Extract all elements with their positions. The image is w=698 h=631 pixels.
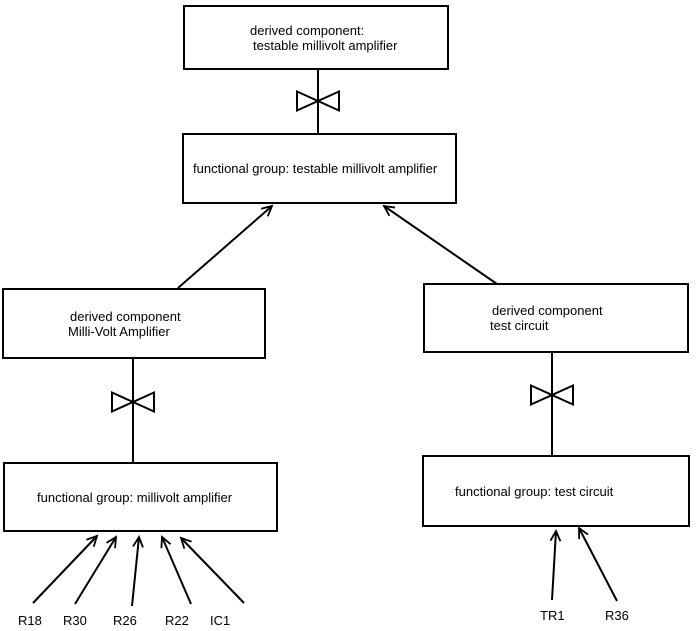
component-label-r22: R22 <box>165 613 189 628</box>
node-label-line: derived component <box>492 303 603 318</box>
node-derived-testable-millivolt-amplifier: derived component: testable millivolt am… <box>183 5 449 70</box>
arrow-connector <box>131 537 139 607</box>
arrow-connector <box>384 206 498 285</box>
component-label-ic1: IC1 <box>210 613 231 628</box>
arrow-connector <box>162 537 192 605</box>
node-label-line: Milli-Volt Amplifier <box>68 323 170 339</box>
component-label-r18: R18 <box>18 613 42 628</box>
bowtie-connector-icon <box>530 383 574 407</box>
bowtie-connector-icon <box>111 390 155 414</box>
arrow-connector <box>32 536 97 604</box>
node-functional-group-testable-millivolt-amplifier: functional group: testable millivolt amp… <box>182 133 457 204</box>
node-derived-milli-volt-amplifier: derived component Milli-Volt Amplifier <box>2 288 266 359</box>
component-label-r26: R26 <box>113 613 137 628</box>
component-label-tr1: TR1 <box>540 608 565 623</box>
bowtie-connector-icon <box>296 89 340 113</box>
component-label-r30: R30 <box>63 613 87 628</box>
node-label-line: functional group: millivolt amplifier <box>37 489 233 505</box>
arrow-connector <box>181 538 245 604</box>
node-label-line: derived component: <box>250 22 365 38</box>
arrow-connector <box>579 528 618 602</box>
node-label-line: derived component <box>70 308 181 324</box>
arrow-connector <box>177 206 272 289</box>
node-label-line: test circuit <box>490 318 549 333</box>
node-functional-group-test-circuit: functional group: test circuit <box>422 455 690 527</box>
component-label-r36: R36 <box>605 608 629 623</box>
arrow-connector <box>552 531 556 601</box>
node-label-line: testable millivolt amplifier <box>253 37 398 53</box>
node-label-line: functional group: testable millivolt amp… <box>193 161 438 176</box>
arrow-connector <box>74 537 116 605</box>
node-label-line: functional group: test circuit <box>455 483 614 499</box>
node-derived-test-circuit: derived component test circuit <box>423 283 689 353</box>
node-functional-group-millivolt-amplifier: functional group: millivolt amplifier <box>3 462 278 532</box>
